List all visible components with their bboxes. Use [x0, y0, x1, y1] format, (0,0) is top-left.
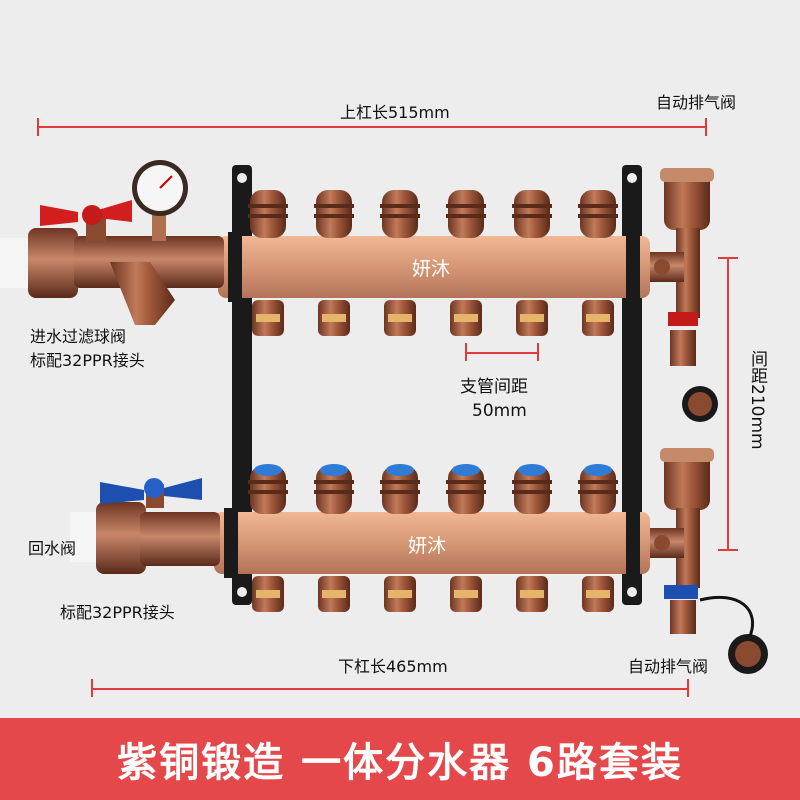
bottom-bar-logo: 妍沐 [408, 535, 447, 557]
top-outlet-6 [578, 190, 618, 336]
auto-vent-top-label: 自动排气阀 [656, 93, 737, 112]
branch-spacing-label: 支管间距 [460, 377, 528, 397]
branch-spacing-value: 50mm [472, 401, 527, 421]
spacing-vertical-label: 间距210mm [747, 350, 767, 450]
top-outlet-4 [446, 190, 486, 336]
vertical-dimension-cap-top [718, 257, 738, 259]
return-valve-label: 回水阀 [28, 539, 77, 558]
auto-air-vent-bottom [650, 448, 768, 674]
top-outlet-5 [512, 190, 552, 336]
top-bar-logo: 妍沐 [412, 258, 451, 280]
branch-spacing-cap-left [465, 343, 467, 361]
banner-text: 紫铜锻造 一体分水器 6路套装 [117, 740, 683, 786]
top-dimension-line [38, 126, 706, 128]
manifold-illustration [0, 160, 768, 674]
branch-spacing-line [466, 352, 538, 354]
top-outlet-2 [314, 190, 354, 336]
top-manifold-bar [218, 232, 650, 302]
inlet-filter-ball-valve [0, 160, 224, 325]
top-dimension-cap-right [705, 118, 707, 136]
bottom-outlet-3 [380, 464, 420, 612]
vertical-dimension-line [727, 258, 729, 550]
bottom-outlet-4 [446, 464, 486, 612]
bottom-outlet-6 [578, 464, 618, 612]
branch-spacing-cap-right [537, 343, 539, 361]
vertical-dimension-cap-bottom [718, 549, 738, 551]
bottom-outlets [248, 464, 618, 612]
bottom-dimension-cap-right [687, 679, 689, 697]
top-bar-length-label: 上杠长515mm [340, 103, 450, 122]
inlet-fitting-label: 标配32PPR接头 [30, 351, 145, 370]
auto-vent-bottom-label: 自动排气阀 [628, 657, 709, 676]
bottom-dimension-cap-left [91, 679, 93, 697]
bottom-bar-length-label: 下杠长465mm [338, 657, 448, 676]
return-fitting-label: 标配32PPR接头 [60, 603, 175, 622]
auto-air-vent-top [650, 168, 718, 422]
bottom-outlet-2 [314, 464, 354, 612]
top-outlet-1 [248, 190, 288, 336]
return-ball-valve [70, 478, 220, 574]
bottom-outlet-1 [248, 464, 288, 612]
top-outlets [248, 190, 618, 336]
promo-banner: 紫铜锻造 一体分水器 6路套装 [0, 718, 800, 800]
bottom-outlet-5 [512, 464, 552, 612]
top-dimension-cap-left [37, 118, 39, 136]
bottom-manifold-bar [214, 508, 650, 578]
top-outlet-3 [380, 190, 420, 336]
bottom-dimension-line [92, 688, 688, 690]
inlet-valve-label: 进水过滤球阀 [30, 327, 127, 346]
